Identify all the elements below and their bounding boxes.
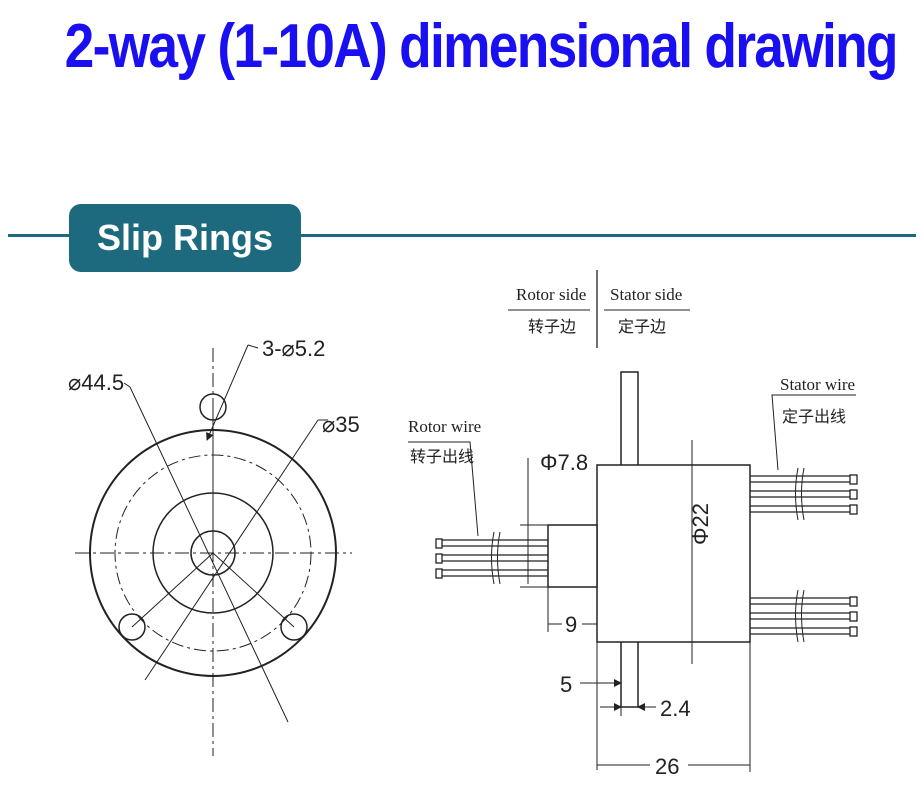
rotor-wire-label: Rotor wire	[408, 417, 481, 436]
pitch-circle-label: ⌀35	[322, 412, 360, 437]
stator-wires-bottom	[750, 589, 858, 643]
overall-length-label: 26	[655, 754, 679, 779]
side-view	[408, 371, 858, 772]
mounting-hole	[118, 613, 146, 641]
rotor-wires	[435, 531, 548, 585]
rotor-shaft	[547, 524, 598, 588]
flange-thickness-label: 2.4	[660, 696, 691, 721]
shaft-length-label: 9	[565, 612, 577, 637]
front-view	[75, 344, 352, 756]
stator-side-cn-label: 定子边	[618, 317, 666, 336]
flange-offset-label: 5	[560, 672, 572, 697]
rotor-side-cn-label: 转子边	[528, 317, 576, 336]
section-divider	[8, 234, 916, 237]
page-title: 2-way (1-10A) dimensional drawing	[64, 12, 899, 81]
stator-body	[596, 464, 751, 643]
stator-wire-cn-label: 定子出线	[782, 407, 846, 426]
holes-label: 3-⌀5.2	[262, 336, 325, 361]
stator-wire-label: Stator wire	[780, 375, 855, 394]
stator-side-label: Stator side	[610, 285, 682, 304]
stator-wires-top	[750, 467, 858, 521]
mounting-hole	[280, 613, 308, 641]
body-diameter-label: Φ22	[688, 503, 713, 545]
section-badge: Slip Rings	[69, 204, 301, 272]
rotor-side-label: Rotor side	[516, 285, 586, 304]
shaft-diameter-label: Φ7.8	[540, 450, 588, 475]
outer-diameter-label: ⌀44.5	[68, 370, 124, 395]
rotor-wire-cn-label: 转子出线	[410, 447, 474, 466]
